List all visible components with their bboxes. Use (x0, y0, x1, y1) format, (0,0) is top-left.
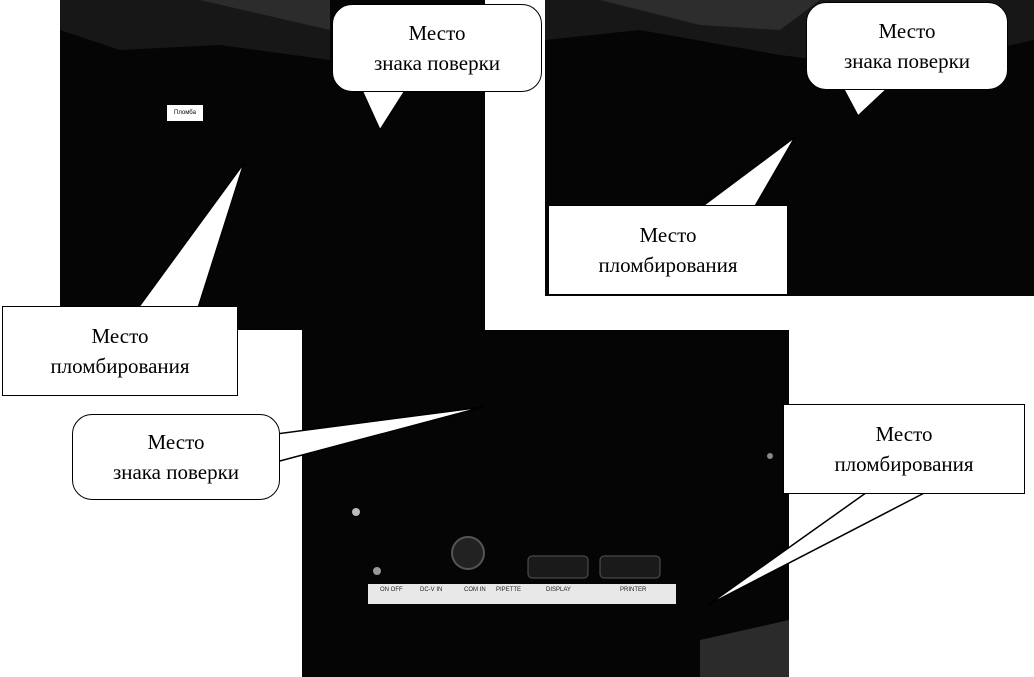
callout-line-1: Место (408, 21, 466, 45)
panel-label: DC-V IN (420, 587, 443, 593)
callout-line-1: Место (878, 19, 936, 43)
panel-label: COM IN (464, 587, 486, 593)
callout-line-2: знака поверки (112, 460, 240, 484)
sealing-callout: Место пломбирования (783, 404, 1025, 494)
panel-label: PRINTER (620, 587, 647, 593)
panel-label: PIPETTE (496, 587, 522, 593)
device-tag: Пломба (167, 105, 203, 121)
verification-mark-callout: Место знака поверки (332, 4, 542, 92)
callout-line-1: Место (639, 223, 697, 247)
callout-line-1: Место (875, 422, 933, 446)
device-photo-bottom-panel (302, 330, 789, 677)
callout-line-2: пломбирования (50, 354, 190, 378)
panel-label-strip: ON OFF DC-V IN COM IN PIPETTE DISPLAY PR… (368, 584, 676, 604)
callout-tail (275, 406, 484, 463)
connector-knob-icon (451, 536, 485, 570)
port-icon (527, 555, 589, 579)
callout-line-2: пломбирования (598, 253, 738, 277)
screw-icon (373, 567, 381, 575)
callout-line-2: знака поверки (843, 49, 971, 73)
callout-line-2: знака поверки (373, 51, 501, 75)
callout-tail (136, 162, 245, 309)
callout-line-1: Место (91, 324, 149, 348)
callout-tail (840, 85, 892, 118)
verification-mark-callout: Место знака поверки (72, 414, 280, 500)
screw-icon (352, 508, 360, 516)
sealing-callout: Место пломбирования (548, 205, 788, 295)
callout-tail (697, 136, 796, 209)
screw-icon (767, 453, 773, 459)
panel-label: ON OFF (380, 587, 403, 593)
port-icon (599, 555, 661, 579)
callout-tail (707, 489, 931, 606)
verification-mark-callout: Место знака поверки (806, 2, 1008, 90)
callout-line-1: Место (147, 430, 205, 454)
callout-tail (358, 85, 410, 132)
sealing-callout: Место пломбирования (2, 306, 238, 396)
panel-label: DISPLAY (546, 587, 571, 593)
callout-line-2: пломбирования (834, 452, 974, 476)
